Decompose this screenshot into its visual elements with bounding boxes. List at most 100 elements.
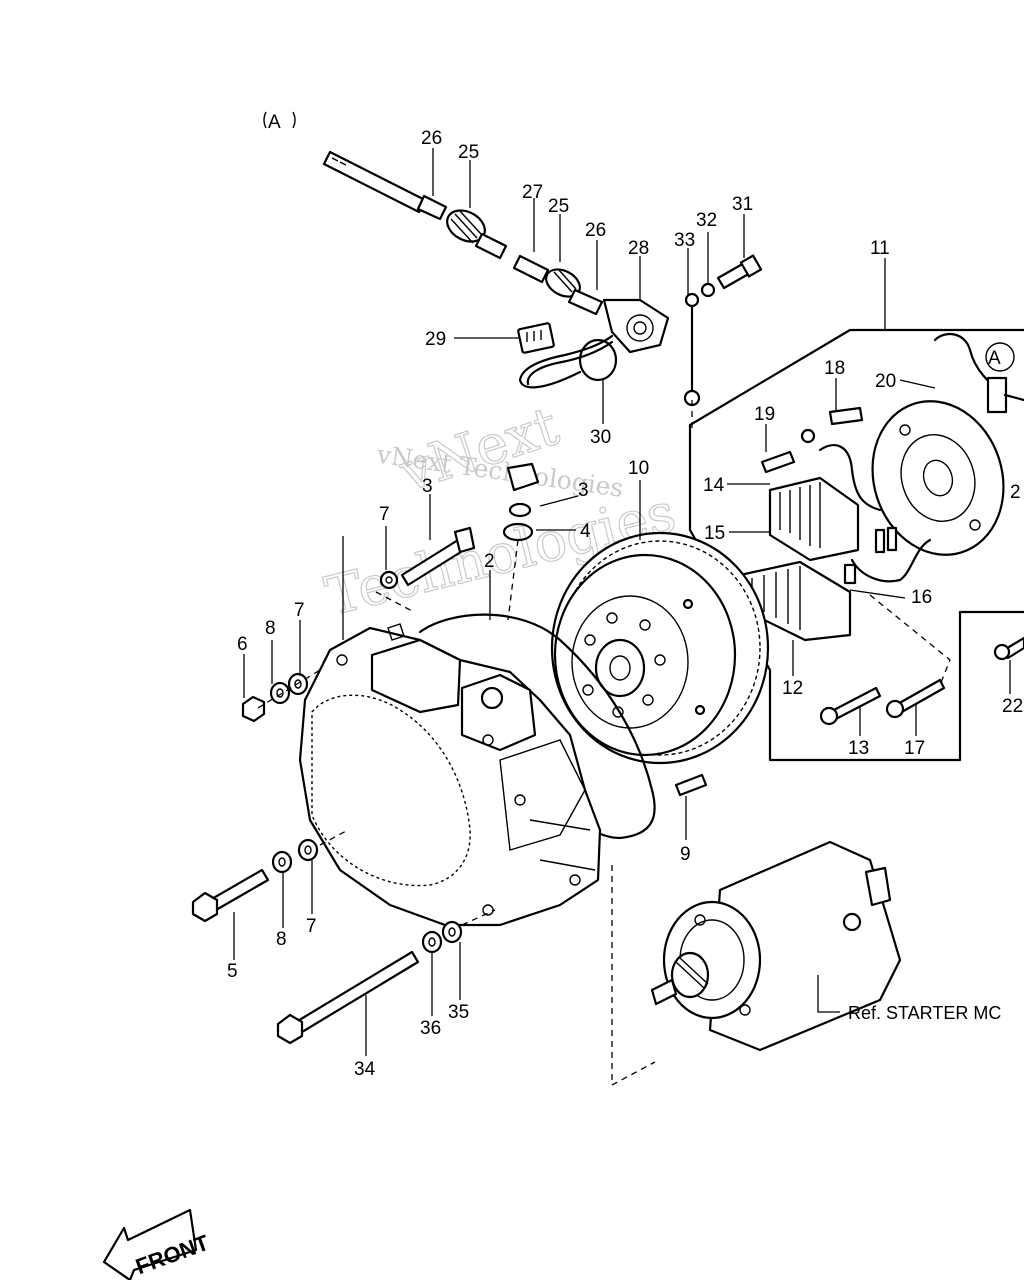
callout-26-lower: 26 (585, 220, 606, 241)
housing-28 (602, 298, 670, 354)
starter-motor-body (708, 840, 902, 1052)
stator-plate-hole (969, 519, 981, 531)
pin-27 (512, 254, 550, 284)
connector-29-pins (526, 330, 542, 342)
sensor-wire-bundle (518, 334, 614, 389)
callout-31: 31 (732, 194, 753, 215)
callout-35: 35 (448, 1002, 469, 1023)
leader-lines (233, 148, 1011, 1056)
callout-7-mid: 7 (294, 600, 305, 621)
callout-5: 5 (227, 961, 238, 982)
callout-15: 15 (704, 523, 725, 544)
starter-motor (650, 840, 902, 1052)
bolt-31-head (739, 254, 763, 278)
washer-7-lower-hole (304, 845, 312, 855)
flywheel-bore (609, 655, 631, 681)
flywheel-hole (639, 619, 651, 631)
sensor-wire-bundle-2 (526, 340, 614, 386)
starter-reference-label: Ref. STARTER MC (848, 1003, 1001, 1023)
flywheel-10 (550, 531, 770, 765)
callout-34: 34 (354, 1059, 376, 1080)
marker-a-left: A (268, 112, 281, 133)
callout-numbers: 26 25 27 25 26 28 33 32 31 29 30 11 18 2… (227, 128, 1023, 1080)
alignment-line-plug (507, 539, 519, 621)
stator-group-frame (688, 328, 1024, 762)
gear-25-lower-teeth (553, 268, 577, 293)
coil-14-windings (779, 482, 821, 548)
callout-7-upper: 7 (379, 504, 390, 525)
shaft (322, 150, 427, 214)
shaft-tip (474, 232, 508, 260)
cover-rib-lines (529, 819, 596, 871)
shaft-spline (331, 157, 347, 166)
marker-a-left-bracket (263, 111, 296, 129)
callout-33: 33 (674, 230, 695, 251)
washer-35-hole (448, 927, 456, 937)
flywheel-face (553, 553, 737, 757)
stator-plate-body (871, 400, 1005, 556)
marker-a-right: A (988, 348, 1001, 369)
gasket-2 (418, 613, 656, 840)
callout-3-bolt: 3 (422, 476, 433, 497)
bolt-5-head (191, 891, 219, 923)
starter-ref-leader (817, 975, 840, 1013)
cover-rib (499, 739, 586, 851)
callout-10: 10 (628, 458, 649, 479)
stator-plate (871, 332, 1024, 556)
gear-25-upper-teeth (450, 209, 482, 244)
flywheel-hole (582, 684, 594, 696)
cover-bolt-hole (569, 874, 581, 886)
flywheel-hole (654, 654, 666, 666)
bolt-34-head (276, 1013, 304, 1045)
cover-boss-port (460, 673, 537, 752)
alignment-line-starter (611, 865, 656, 1087)
callout-11: 11 (870, 238, 890, 259)
callout-30: 30 (590, 427, 611, 448)
pickup-coils (738, 406, 932, 642)
washer-36 (421, 930, 443, 954)
nut-6 (241, 695, 266, 723)
callout-13: 13 (848, 738, 869, 759)
housing-28-bore-inner (633, 321, 647, 335)
washer-8-upper (269, 681, 291, 705)
starter-terminal (842, 912, 862, 932)
callout-27: 27 (522, 182, 543, 203)
bolt-34 (294, 950, 420, 1034)
coil-terminal (874, 528, 886, 554)
housing-28-bore (626, 314, 654, 342)
screw-17-head (885, 699, 905, 719)
cover-port-hole (480, 686, 504, 710)
stator-plate-hub (900, 434, 976, 522)
callout-36: 36 (420, 1018, 441, 1039)
screw-19 (760, 450, 796, 474)
stator-plate-bore (922, 459, 954, 497)
callout-9: 9 (680, 844, 691, 865)
front-arrow-outline (102, 1208, 198, 1280)
callout-21: 2 (1010, 482, 1021, 503)
callout-19: 19 (754, 404, 775, 425)
washer-33 (684, 292, 700, 308)
screw-13-head (819, 706, 839, 726)
o-ring-30 (578, 338, 618, 382)
callout-22: 22 (1002, 696, 1023, 717)
alignment-line-nut (257, 669, 321, 709)
bolt-5 (208, 868, 270, 912)
screw-22-head (993, 643, 1011, 661)
shaft-collar-26 (416, 194, 448, 221)
callout-14: 14 (703, 475, 725, 496)
callout-8-upper: 8 (265, 618, 276, 639)
washer-7-mid-hole (294, 679, 302, 689)
flywheel-rivet (694, 704, 706, 716)
washer-8-upper-hole (276, 688, 284, 698)
washer-35 (441, 920, 463, 944)
flywheel-hub (594, 638, 646, 698)
washer-7-lower (297, 838, 319, 862)
callout-12: 12 (782, 678, 803, 699)
callout-25-upper: 25 (458, 142, 479, 163)
washer-36-hole (428, 937, 436, 947)
screws (819, 636, 1024, 726)
front-direction-badge: FRONT (102, 1208, 213, 1280)
washer-32 (700, 282, 716, 298)
